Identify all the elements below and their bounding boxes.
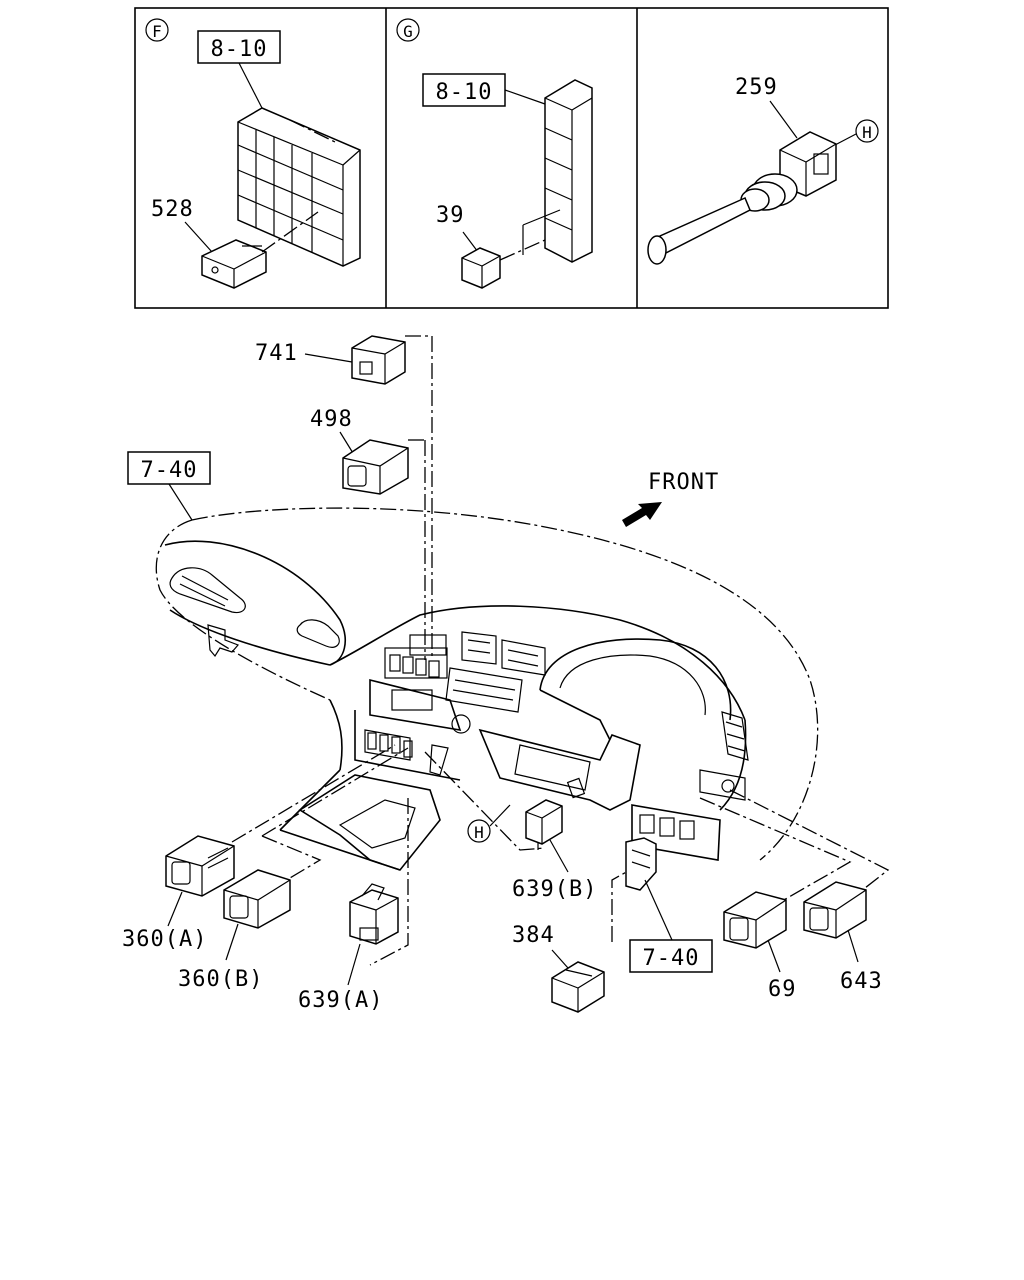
- front-arrow: FRONT: [622, 470, 719, 527]
- inset-f: F 8-10 528: [145, 18, 361, 289]
- leader-lines-top: [424, 336, 433, 660]
- part-69-label: 69: [768, 977, 797, 1002]
- stalk-switch-drawing: [647, 131, 837, 265]
- inset-h-marker: H: [862, 123, 872, 142]
- inset-f-ref: 8-10: [211, 37, 268, 62]
- switch-360a: 360(A): [122, 835, 235, 952]
- connector-ref-box: [629, 939, 713, 973]
- part-643-label: 643: [840, 969, 883, 994]
- part-384-label: 384: [512, 923, 555, 948]
- part-360b-label: 360(B): [178, 967, 263, 992]
- switch-643: 643: [803, 881, 883, 994]
- inset-g: G 8-10 39: [396, 18, 593, 289]
- part-639b-label: 639(B): [512, 877, 597, 902]
- front-label: FRONT: [648, 470, 719, 495]
- dash-h-marker: H: [474, 823, 484, 842]
- inset-f-ref-box: [197, 30, 281, 64]
- inset-g-ref-box: [422, 73, 506, 107]
- inset-f-marker: F: [152, 22, 162, 41]
- part-259-label: 259: [735, 75, 778, 100]
- inset-g-marker: G: [403, 22, 413, 41]
- dash-h-marker-circle: [467, 819, 491, 843]
- switch-69: 69: [723, 891, 797, 1002]
- dash-ref: 7-40: [141, 458, 198, 483]
- relay-block-drawing: [237, 107, 361, 267]
- relay-384: 384: [512, 923, 605, 1013]
- relay-39-drawing: [461, 239, 546, 289]
- part-528-label: 528: [151, 197, 194, 222]
- part-360a-label: 360(A): [122, 927, 207, 952]
- part-498-label: 498: [310, 407, 353, 432]
- connector-7-40: 7-40: [625, 837, 713, 973]
- leader-lines-bottom: [231, 744, 890, 966]
- part-39-label: 39: [436, 203, 465, 228]
- dashboard-body: [164, 540, 749, 871]
- dash-ref-box: [127, 451, 211, 485]
- switch-498: 498: [310, 407, 425, 495]
- fuse-block-drawing: [522, 79, 593, 263]
- switch-741: 741: [255, 335, 432, 385]
- connector-ref: 7-40: [643, 946, 700, 971]
- part-741-label: 741: [255, 341, 298, 366]
- relay-528-drawing: [201, 211, 319, 289]
- front-arrow-icon: [622, 502, 662, 527]
- inset-h: 259 H: [647, 75, 879, 265]
- inset-g-marker-circle: [396, 18, 420, 42]
- part-639a-label: 639(A): [298, 988, 383, 1013]
- inset-h-marker-circle: [855, 119, 879, 143]
- dashboard-outline: [155, 507, 819, 861]
- switch-639b: 639(B): [512, 799, 597, 902]
- inset-f-marker-circle: [145, 18, 169, 42]
- switch-639a: 639(A): [298, 883, 399, 1013]
- switch-360b: 360(B): [178, 869, 291, 992]
- inset-g-ref: 8-10: [436, 80, 493, 105]
- inset-panels: [134, 7, 889, 309]
